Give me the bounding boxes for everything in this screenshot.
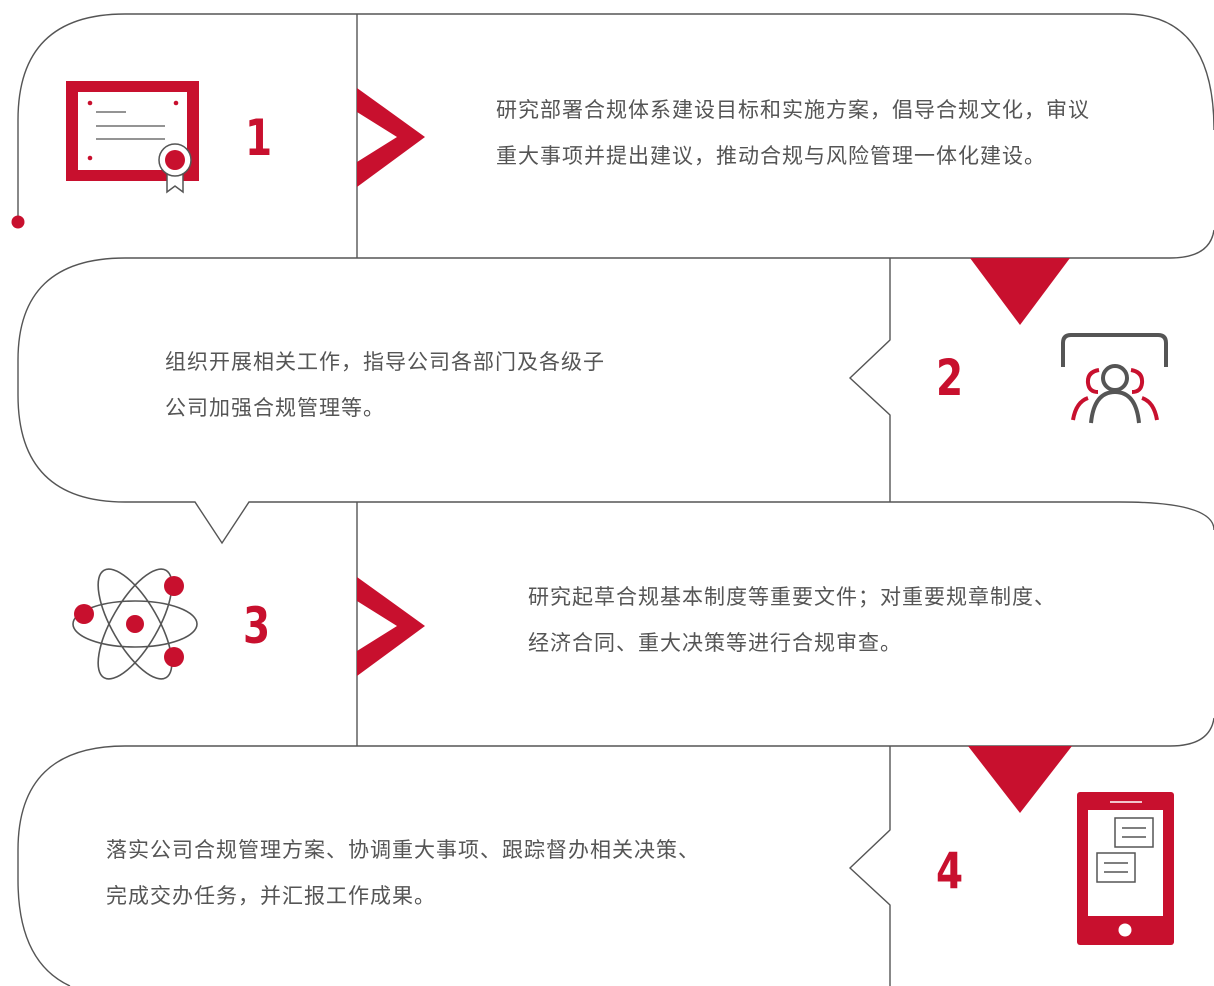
chevron-down-3 xyxy=(968,746,1072,813)
step-2-line-2: 公司加强合规管理等。 xyxy=(165,396,385,420)
step-2-line-1: 组织开展相关工作，指导公司各部门及各级子 xyxy=(165,350,605,374)
step-number-2: 2 xyxy=(936,349,964,407)
chevron-right-1 xyxy=(357,88,425,187)
team-icon xyxy=(1061,333,1168,424)
step-4-divider xyxy=(848,746,891,986)
step-1-frame xyxy=(17,13,1214,218)
step-number-3: 3 xyxy=(243,597,271,655)
step-2-description: 组织开展相关工作，指导公司各部门及各级子 公司加强合规管理等。 xyxy=(165,352,605,419)
step-number-1: 1 xyxy=(245,109,273,167)
step-3-line-2: 经济合同、重大决策等进行合规审查。 xyxy=(528,631,902,655)
step-4-line-2: 完成交办任务，并汇报工作成果。 xyxy=(106,884,436,908)
chevron-right-3 xyxy=(357,577,425,676)
step-3-bottom-line xyxy=(17,717,1214,986)
step-4-description: 落实公司合规管理方案、协调重大事项、跟踪督办相关决策、 完成交办任务，并汇报工作… xyxy=(106,840,700,907)
step-1-line-2: 重大事项并提出建议，推动合规与风险管理一体化建设。 xyxy=(496,144,1046,168)
step-3-description: 研究起草合规基本制度等重要文件；对重要规章制度、 经济合同、重大决策等进行合规审… xyxy=(528,587,1056,654)
mobile-document-icon xyxy=(1077,792,1174,945)
step-3-line-1: 研究起草合规基本制度等重要文件；对重要规章制度、 xyxy=(528,585,1056,609)
start-dot xyxy=(11,215,25,229)
step-1-line-1: 研究部署合规体系建设目标和实施方案，倡导合规文化，审议 xyxy=(496,98,1090,122)
chevron-down-1 xyxy=(970,258,1070,325)
atom-icon xyxy=(72,568,198,680)
certificate-icon xyxy=(66,81,199,194)
step-2-divider xyxy=(848,258,891,502)
step-number-4: 4 xyxy=(936,842,964,900)
step-4-line-1: 落实公司合规管理方案、协调重大事项、跟踪督办相关决策、 xyxy=(106,838,700,862)
step-1-description: 研究部署合规体系建设目标和实施方案，倡导合规文化，审议 重大事项并提出建议，推动… xyxy=(496,100,1090,167)
